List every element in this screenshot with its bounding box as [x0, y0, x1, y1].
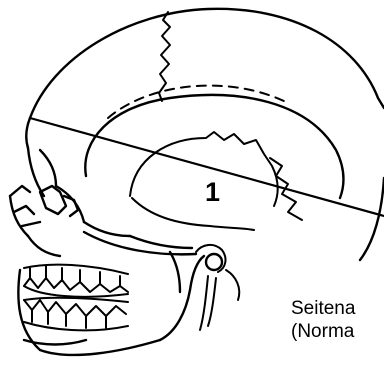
- teeth: [24, 265, 128, 331]
- caption-line-1: Seitena: [291, 297, 384, 320]
- cranial-vault-outline: [26, 9, 384, 260]
- caption-line-2: (Norma: [291, 320, 384, 343]
- orbit-and-face: [10, 148, 196, 256]
- measurement-number-label: 1: [201, 179, 224, 206]
- view-caption: Seitena (Norma: [291, 297, 384, 343]
